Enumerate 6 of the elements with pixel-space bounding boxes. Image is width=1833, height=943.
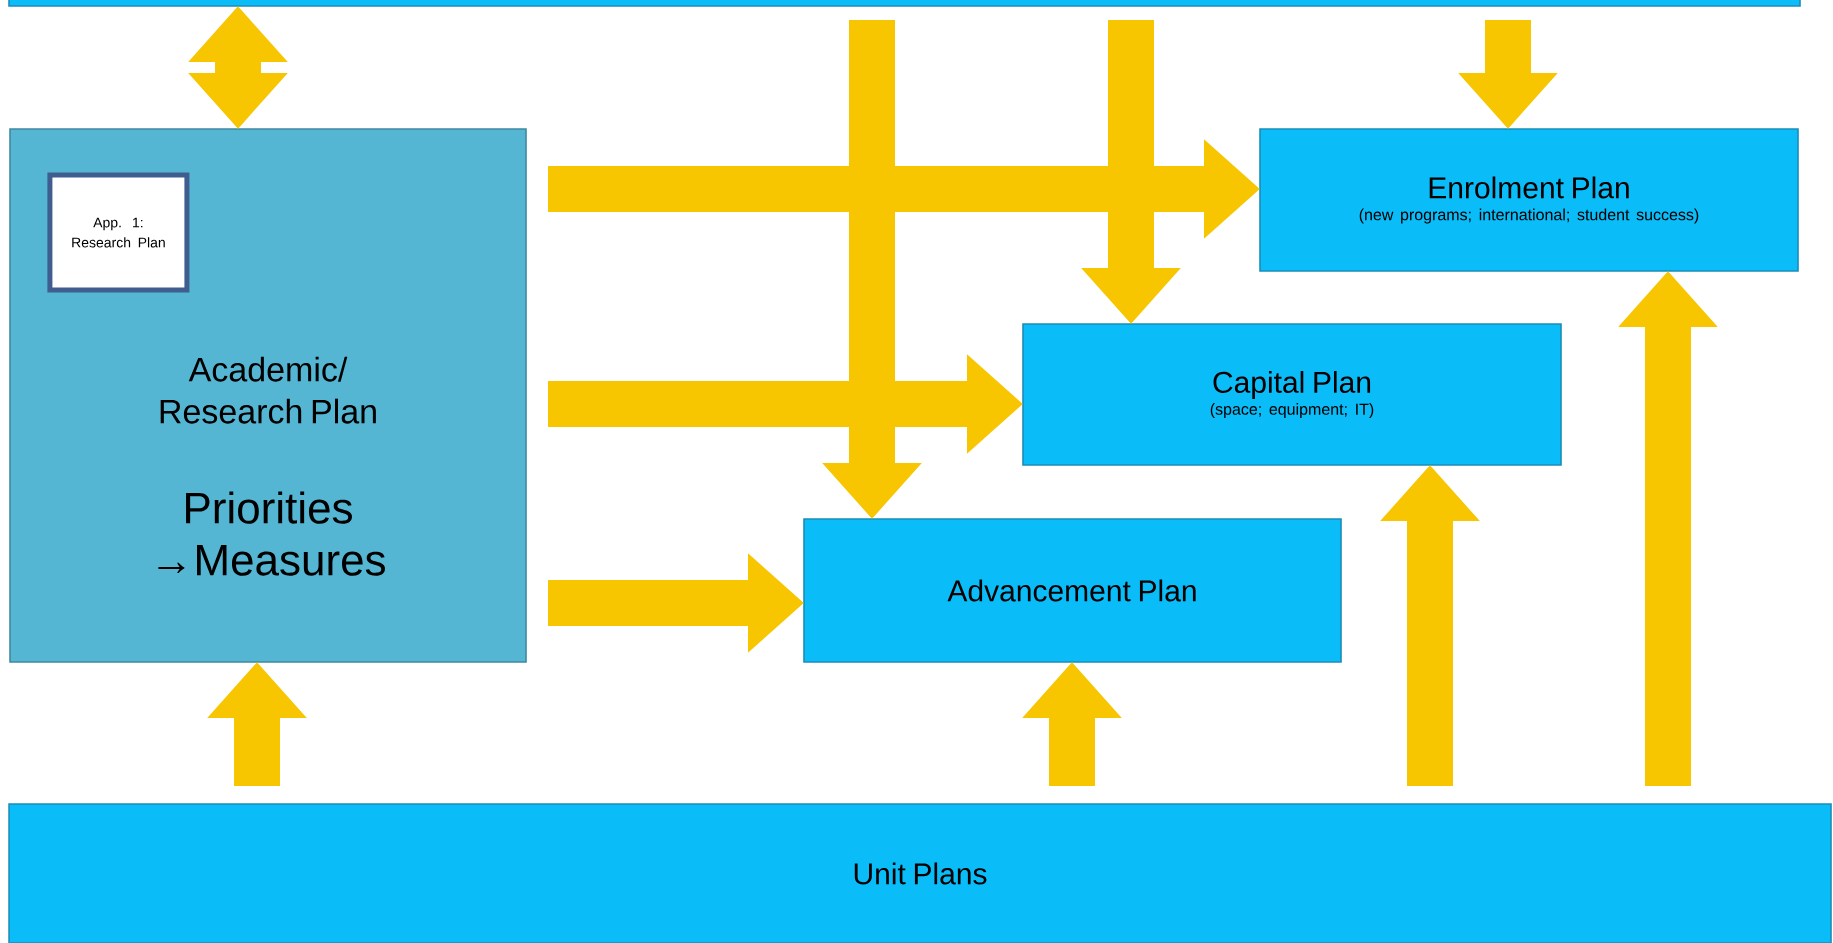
plan-box: Capital Plan (space; equipment; IT) (1022, 323, 1562, 466)
plan-box: Advancement Plan (803, 518, 1342, 663)
note-box: App. 1: Research Plan (47, 172, 190, 293)
plan-box: Unit Plans (8, 803, 1832, 943)
plan-box: Enrolment Plan (new programs; international; student success) (1259, 128, 1799, 272)
band (8, 0, 1801, 7)
